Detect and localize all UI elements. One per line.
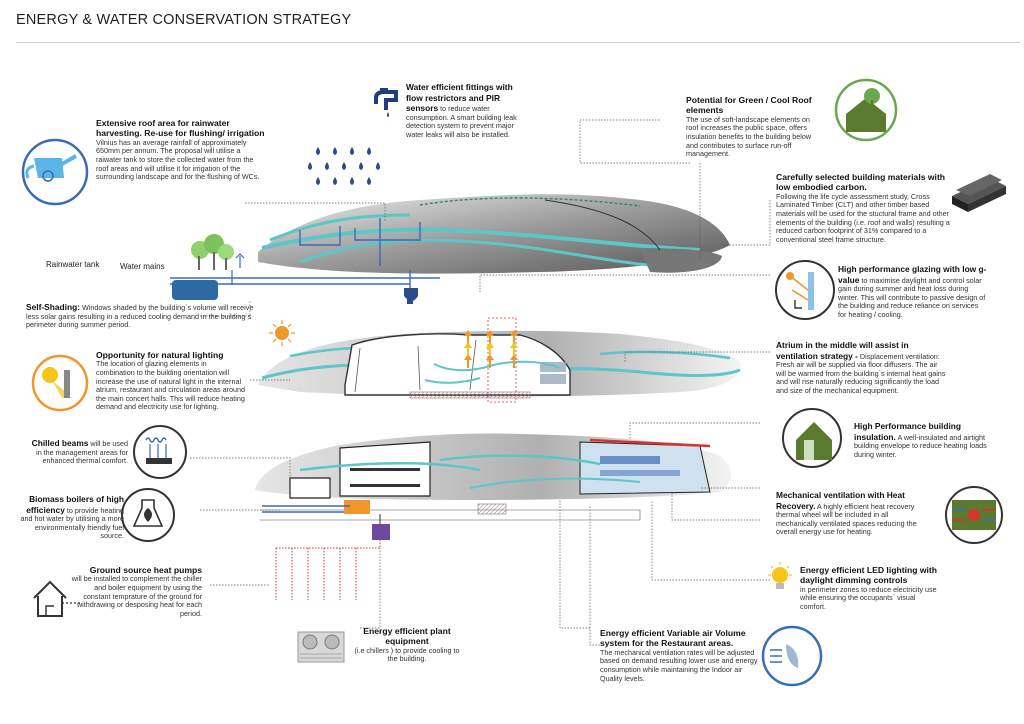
page-title: ENERGY & WATER CONSERVATION STRATEGY [16, 12, 352, 28]
rainwater-tank-label: Rainwater tank [46, 260, 100, 269]
fittings-block: Water efficient fittings with flow restr… [406, 82, 526, 140]
mech-heading: Mechanical ventilation with Heat Recover… [776, 490, 905, 511]
green-house-icon [834, 78, 898, 142]
insulation-block: High Performance building insulation. A … [854, 421, 1004, 459]
rainwater-pipes [170, 218, 440, 300]
warm-air-arrows [464, 330, 518, 368]
sprinkler-icon [235, 253, 245, 268]
biomass-body: to provide heating and hot water by util… [20, 505, 124, 541]
heat-pump-house-icon [33, 580, 80, 617]
glazing-body: to maximise daylight and control solar g… [838, 275, 986, 319]
insulation-icon [782, 408, 842, 468]
vav-body: The mechanical ventilation rates will be… [600, 647, 758, 683]
title-divider [16, 42, 1020, 43]
mech-body: A highly efficient heat recovery thermal… [776, 501, 917, 537]
vav-fan-icon [761, 625, 823, 687]
lightbulb-icon [768, 562, 792, 589]
ground-body: will be installed to complement the chil… [71, 574, 202, 618]
materials-heading: Carefully selected building materials wi… [776, 172, 946, 193]
biomass-block: Biomass boilers of high efficiency to pr… [16, 494, 124, 541]
shading-block: Self-Shading: Windows shaded by the buil… [26, 303, 266, 330]
led-block: Energy efficient LED lighting with dayli… [800, 565, 940, 612]
vav-block: Energy efficient Variable air Volume sys… [600, 628, 760, 683]
glazing-icon [775, 260, 835, 320]
natural-light-icon [31, 354, 89, 412]
fittings-body: to reduce water consumption. A smart bui… [406, 104, 517, 139]
glazing-block: High performance glazing with low g-valu… [838, 264, 988, 320]
roof-body: Vilnius has an average rainfall of appro… [96, 137, 260, 182]
building-services-section [255, 433, 732, 540]
wc-icon [404, 288, 418, 304]
insulation-body: A well-insulated and airtight building e… [854, 432, 987, 459]
building-roof-view [258, 194, 730, 274]
insulation-heading: High Performance building insulation. [854, 421, 962, 442]
sun-icon [269, 320, 295, 346]
heat-recovery-icon [945, 486, 1003, 544]
biomass-heading: Biomass boilers of high efficiency [26, 494, 124, 515]
atrium-body: Displacement ventilation: Fresh air will… [776, 351, 946, 395]
glazing-heading: High performance glazing with low g-valu… [838, 264, 987, 285]
ground-probes [275, 540, 381, 600]
fittings-heading: Water efficient fittings with flow restr… [406, 82, 513, 114]
led-heading: Energy efficient LED lighting with dayli… [800, 565, 938, 586]
ground-block: Ground source heat pumps will be install… [68, 565, 202, 618]
plant-heading: Energy efficient plant equipment [363, 626, 451, 647]
roof-block: Extensive roof area for rainwater harves… [96, 118, 266, 182]
led-body: in perimeter zones to reduce electricity… [800, 584, 937, 611]
building-section-view [258, 317, 741, 403]
vav-heading: Energy efficient Variable air Volume sys… [600, 628, 746, 649]
trees-icon [191, 234, 234, 270]
chilled-beam-icon [133, 425, 187, 479]
materials-body: Following the life cycle assessment stud… [776, 191, 950, 244]
chilled-body: will be used in the management areas for… [36, 439, 128, 466]
green-roof-block: Potential for Green / Cool Roof elements… [686, 95, 822, 159]
roof-heading: Extensive roof area for rainwater harves… [96, 118, 265, 139]
flask-leaf-icon [121, 488, 175, 542]
leader-lines [190, 119, 771, 646]
chilled-block: Chilled beams will be used in the manage… [26, 439, 128, 466]
shading-heading: Self-Shading: [26, 302, 80, 312]
raindrops-icon [308, 147, 380, 185]
watering-can-icon [21, 138, 89, 206]
chiller-unit-icon [297, 631, 345, 663]
plant-block: Energy efficient plant equipment (i.e ch… [352, 626, 462, 664]
lighting-block: Opportunity for natural lighting The loc… [96, 350, 246, 412]
faucet-icon [374, 88, 398, 117]
water-mains-label: Water mains [120, 262, 165, 271]
lighting-body: The location of glazing elements in comb… [96, 359, 246, 412]
ground-heading: Ground source heat pumps [89, 565, 202, 575]
chilled-heading: Chilled beams [31, 438, 89, 448]
mech-block: Mechanical ventilation with Heat Recover… [776, 490, 924, 537]
plant-body: (i.e chillers ) to provide cooling to th… [354, 645, 460, 664]
atrium-block: Atrium in the middle will assist in vent… [776, 340, 946, 396]
rainwater-tank [172, 280, 218, 300]
timber-stack-icon [952, 174, 1006, 212]
shading-body: Windows shaded by the building`s volume … [26, 303, 254, 330]
materials-block: Carefully selected building materials wi… [776, 172, 952, 244]
green-roof-body: The use of soft-landscape elements on ro… [686, 114, 812, 159]
lighting-heading: Opportunity for natural lighting [96, 350, 224, 360]
atrium-heading: Atrium in the middle will assist in vent… [776, 340, 909, 361]
green-roof-heading: Potential for Green / Cool Roof elements [686, 95, 812, 116]
